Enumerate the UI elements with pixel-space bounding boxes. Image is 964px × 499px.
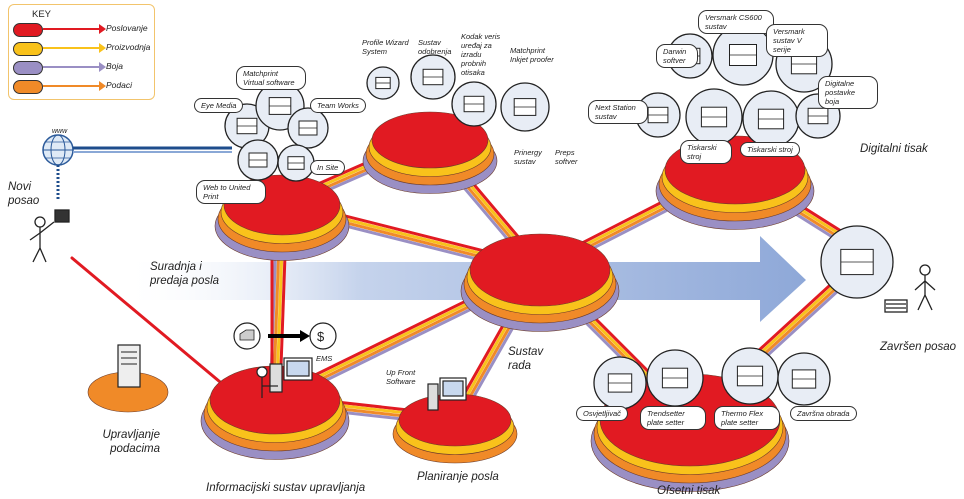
legend-row: Podaci	[13, 78, 151, 96]
new-job-connection	[70, 256, 234, 394]
label-up-front: Up Front Software	[386, 368, 416, 386]
legend-line	[43, 28, 101, 30]
hub-layer	[398, 393, 512, 447]
label-zavrsen-posao: Završen posao	[880, 341, 957, 353]
hub-workflow	[460, 233, 620, 332]
tag-zavrsna: Završna obrada	[790, 406, 857, 421]
globe-connection	[56, 146, 232, 200]
planning-workstation-icon	[427, 377, 467, 411]
globe-icon: www	[42, 128, 74, 166]
hub-mis	[200, 365, 350, 460]
hubs	[87, 111, 815, 492]
legend-label: Poslovanje	[106, 23, 148, 33]
tag-osvjetljivac: Osvjetljivač	[576, 406, 628, 421]
ems-flow-icons: $	[233, 322, 337, 350]
tag-digitalne-postavke: Digitalne postavke boja	[818, 76, 878, 109]
bubble-press-2	[742, 90, 800, 148]
bubble-versamark-cs600	[712, 24, 774, 86]
label-upravljanje: Upravljanje podacima	[102, 429, 160, 455]
hub-layer	[371, 111, 489, 169]
hub-planning	[392, 393, 518, 464]
legend-line	[43, 47, 101, 49]
legend-swatch	[13, 23, 43, 37]
bubble-osvjetljivac	[593, 356, 647, 410]
tag-tiskarski-1: Tiskarski stroj	[680, 140, 732, 164]
bubble-folder	[277, 144, 315, 182]
label-ems: EMS	[316, 354, 333, 363]
label-informacijski: Informacijski sustav upravljanja	[206, 482, 366, 494]
tag-web-to-united: Web to United Print	[196, 180, 266, 204]
svg-text:$: $	[317, 329, 325, 344]
legend-swatch	[13, 80, 43, 94]
tag-eye-media: Eye Media	[194, 98, 244, 113]
bubble-inkjet-proofer	[500, 82, 550, 132]
person-finished-job-icon	[884, 264, 936, 313]
label-sustav-rada: Sustav rada	[508, 346, 544, 372]
bubble-kodak-veris	[451, 81, 497, 127]
legend-arrow-icon	[99, 43, 106, 53]
legend-line	[43, 85, 101, 87]
label-prinergy: Prinergy sustav	[514, 148, 542, 166]
legend-row: Poslovanje	[13, 21, 151, 39]
label-suradnja: Suradnja i predaja posla	[150, 261, 220, 287]
bubble-sustav-odobrenja	[410, 54, 456, 100]
label-kodak: Kodak veris uređaj za izradu probnih oti…	[461, 32, 501, 77]
tag-versamark-cs600: Versmark CS600 sustav	[698, 10, 774, 34]
tag-matchprint-virtual: Matchprint Virtual software	[236, 66, 306, 90]
legend-swatch	[13, 61, 43, 75]
legend-row: Boja	[13, 59, 151, 77]
legend-arrow-icon	[99, 81, 106, 91]
legend-label: Podaci	[106, 80, 132, 90]
label-novi-posao: Novi posao	[8, 181, 40, 207]
tag-trendsetter: Trendsetter plate setter	[640, 406, 706, 430]
bubble-trendsetter	[646, 349, 704, 407]
bubble-press-1	[685, 88, 743, 146]
bubble-team-works	[287, 107, 329, 149]
legend-swatch	[13, 42, 43, 56]
bubble-profile-wizard	[366, 66, 400, 100]
label-profile-wizard: Profile Wizard System	[362, 38, 409, 56]
tag-next-station: Next Station sustav	[588, 100, 648, 124]
www-label: www	[52, 128, 68, 135]
tag-tiskarski-2: Tiskarski stroj	[740, 142, 800, 157]
legend-title: KEY	[32, 9, 52, 20]
tag-darwin: Darwin softver	[656, 44, 698, 68]
hub-layer	[469, 233, 611, 307]
legend-arrow-icon	[99, 24, 106, 34]
label-sustav-odobrenja: Sustav odobrenja	[418, 38, 452, 56]
legend-line	[43, 66, 101, 68]
tag-in-site: In Site	[310, 160, 346, 175]
label-digitalni-tisak: Digitalni tisak	[860, 143, 928, 155]
label-planiranje: Planiranje posla	[417, 471, 499, 483]
bubble-finished-job	[820, 225, 894, 299]
workflow-flow-arrow	[120, 236, 806, 322]
tag-versamark-v: Versmark sustav V serije	[766, 24, 828, 57]
person-new-job-icon	[29, 209, 70, 263]
label-matchprint-inkjet: Matchprint Inkjet proofer	[510, 46, 554, 64]
hub-collaboration	[214, 174, 350, 261]
tag-team-works: Team Works	[310, 98, 366, 113]
bubble-finishing	[777, 352, 831, 406]
legend-row: Proizvodnja	[13, 40, 151, 58]
workstation-operator-icon	[256, 357, 313, 398]
server-icon	[117, 344, 141, 388]
hub-proofing	[362, 111, 498, 194]
tag-thermo-flex: Thermo Flex plate setter	[714, 406, 780, 430]
bubble-globe-web	[237, 139, 279, 181]
label-ofsetni: Ofsetni tisak	[657, 485, 721, 497]
legend-arrow-icon	[99, 62, 106, 72]
legend-label: Proizvodnja	[106, 42, 151, 52]
legend-label: Boja	[106, 61, 124, 71]
bubble-thermo-flex	[721, 347, 779, 405]
label-preps: Preps softver	[555, 148, 578, 166]
